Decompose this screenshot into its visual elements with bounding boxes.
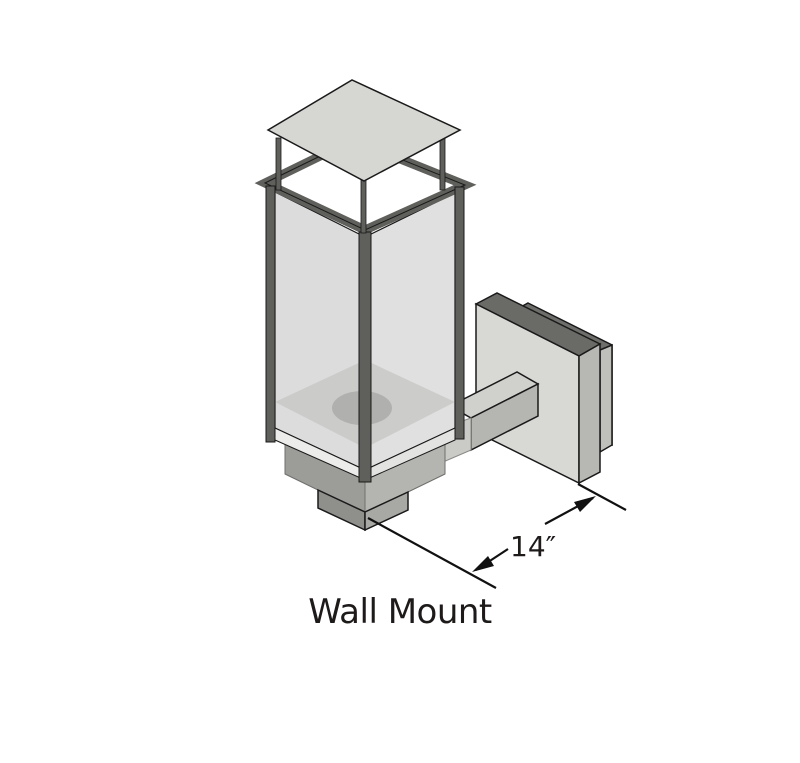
lantern-base <box>284 439 446 532</box>
diagram-caption: Wall Mount <box>308 592 492 632</box>
extension-line-wall <box>577 483 627 511</box>
cap-posts <box>275 137 446 234</box>
frame-post-left <box>265 185 276 443</box>
frame-post-center <box>358 231 372 483</box>
extension-line-front <box>367 517 497 589</box>
dimension-indicator <box>367 483 627 589</box>
top-cap <box>266 79 462 182</box>
arrowhead-right-icon <box>574 496 596 512</box>
arrowhead-left-icon <box>472 556 494 572</box>
dimension-label: 14″ <box>510 530 557 563</box>
lantern-body <box>254 135 477 483</box>
frame-post-right <box>454 186 465 440</box>
